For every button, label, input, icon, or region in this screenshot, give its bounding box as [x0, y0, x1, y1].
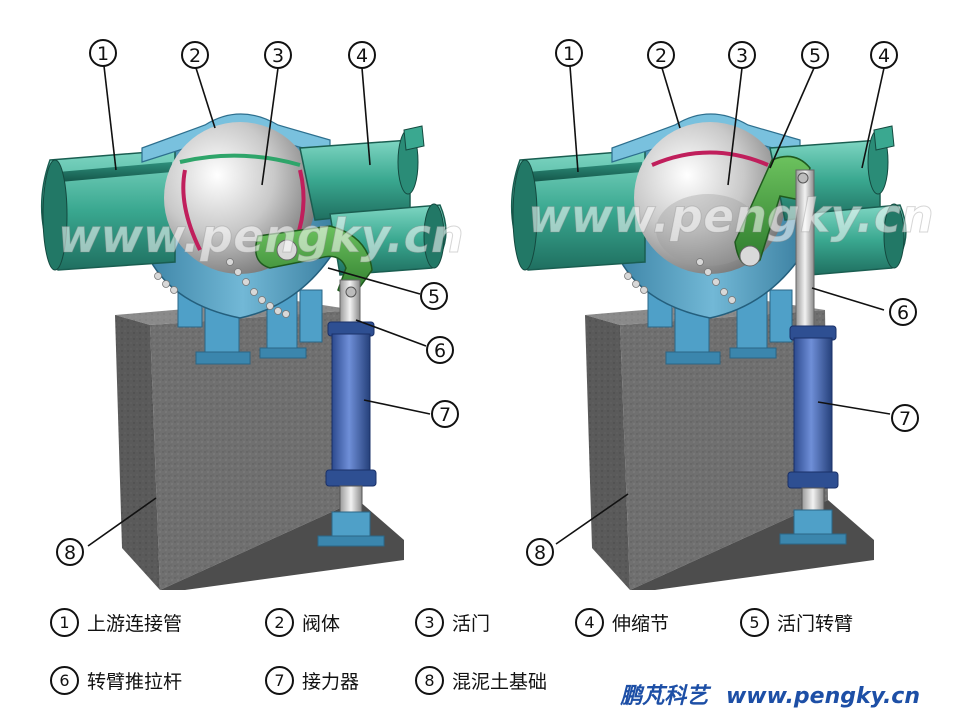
svg-text:7: 7 — [899, 408, 911, 430]
callout-marker: 4 — [870, 41, 898, 69]
svg-text:8: 8 — [534, 542, 546, 564]
legend-item: 4 伸缩节 — [575, 608, 669, 637]
callout-marker: 5 — [801, 41, 829, 69]
legend-item: 2 阀体 — [265, 608, 340, 637]
watermark-left: www.pengky.cn — [58, 209, 464, 263]
svg-text:5: 5 — [428, 286, 440, 308]
legend: 1 上游连接管 2 阀体 3 活门 4 伸缩节 5 活门转臂 6 转臂推拉杆 7… — [0, 600, 960, 720]
callout-marker: 8 — [56, 538, 84, 566]
legend-number: 7 — [265, 666, 294, 695]
svg-text:2: 2 — [655, 45, 667, 67]
legend-number: 1 — [50, 608, 79, 637]
bolt-ring — [624, 258, 736, 304]
svg-text:1: 1 — [97, 43, 109, 65]
bolt-ring — [154, 258, 290, 318]
legend-number: 2 — [265, 608, 294, 637]
svg-text:7: 7 — [439, 404, 451, 426]
legend-item: 8 混泥土基础 — [415, 666, 547, 695]
left-assembly — [40, 65, 447, 590]
arm-pivot — [739, 245, 761, 267]
arm-pivot — [276, 239, 298, 261]
legend-number: 4 — [575, 608, 604, 637]
leader-lines — [555, 65, 891, 545]
callout-marker: 7 — [431, 400, 459, 428]
concrete-foundation — [115, 300, 404, 590]
servomotor — [779, 325, 847, 545]
svg-text:6: 6 — [897, 302, 909, 324]
legend-label: 接力器 — [302, 671, 360, 693]
legend-number: 6 — [50, 666, 79, 695]
callout-marker: 6 — [889, 298, 917, 326]
legend-number: 8 — [415, 666, 444, 695]
callout-marker: 2 — [181, 41, 209, 69]
svg-text:4: 4 — [356, 45, 368, 67]
brand-name: 鹏芃科艺 — [620, 684, 709, 709]
svg-text:3: 3 — [736, 45, 748, 67]
legend-label: 活门转臂 — [777, 613, 854, 635]
callout-marker: 1 — [89, 39, 117, 67]
expansion-joint — [299, 125, 447, 276]
svg-text:3: 3 — [272, 45, 284, 67]
callout-marker: 6 — [426, 336, 454, 364]
leader-lines — [87, 65, 431, 547]
ball-valve-diagram: 1 2 3 4 5 6 7 8 1 2 3 5 4 6 7 8 www.peng… — [40, 39, 934, 590]
legend-number: 3 — [415, 608, 444, 637]
svg-text:6: 6 — [434, 340, 446, 362]
upstream-pipe — [40, 149, 176, 271]
callout-marker: 3 — [728, 41, 756, 69]
brand-url: www.pengky.cn — [725, 684, 920, 709]
callout-marker: 4 — [348, 41, 376, 69]
callouts-right: 1 2 3 5 4 6 7 8 — [526, 39, 919, 566]
watermark-right: www.pengky.cn — [528, 189, 934, 243]
callout-marker: 8 — [526, 538, 554, 566]
legend-label: 阀体 — [302, 613, 341, 635]
legend-item: 6 转臂推拉杆 — [50, 666, 182, 695]
callout-marker: 5 — [420, 282, 448, 310]
servomotor — [317, 321, 385, 547]
legend-item: 1 上游连接管 — [50, 608, 182, 637]
legend-label: 转臂推拉杆 — [87, 671, 183, 693]
svg-text:2: 2 — [189, 45, 201, 67]
callout-marker: 3 — [264, 41, 292, 69]
legend-item: 7 接力器 — [265, 666, 359, 695]
right-assembly — [510, 65, 907, 590]
legend-label: 活门 — [452, 613, 491, 635]
legend-label: 伸缩节 — [612, 613, 670, 635]
legend-label: 上游连接管 — [87, 613, 183, 635]
legend-item: 5 活门转臂 — [740, 608, 853, 637]
svg-text:5: 5 — [809, 45, 821, 67]
callout-marker: 2 — [647, 41, 675, 69]
callouts-left: 1 2 3 4 5 6 7 8 — [56, 39, 459, 566]
legend-label: 混泥土基础 — [452, 671, 548, 693]
svg-text:1: 1 — [563, 43, 575, 65]
brand-signature: 鹏芃科艺 www.pengky.cn — [620, 678, 920, 710]
legend-number: 5 — [740, 608, 769, 637]
callout-marker: 1 — [555, 39, 583, 67]
upstream-pipe — [510, 149, 646, 271]
callout-marker: 7 — [891, 404, 919, 432]
svg-text:8: 8 — [64, 542, 76, 564]
svg-text:4: 4 — [878, 45, 890, 67]
legend-item: 3 活门 — [415, 608, 490, 637]
